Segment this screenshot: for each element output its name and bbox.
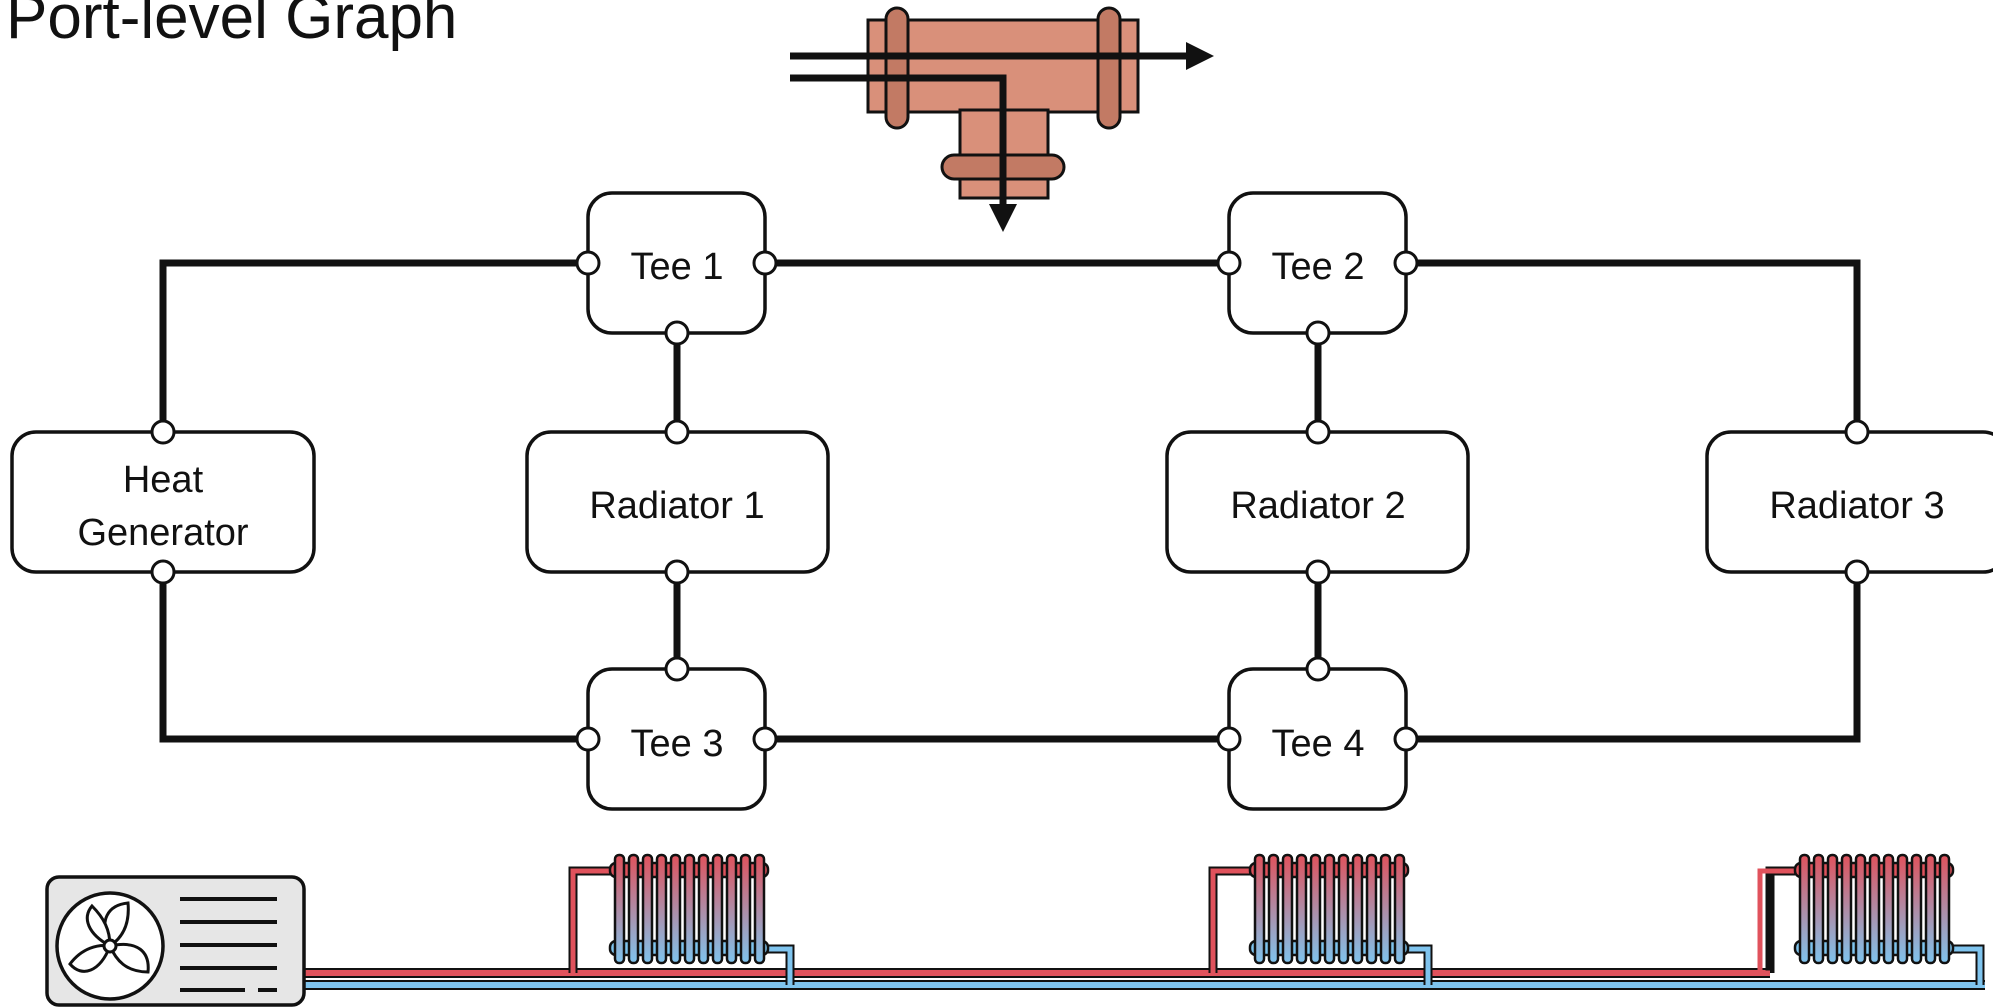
graph-edges — [159, 259, 1861, 743]
node-label: Tee 1 — [631, 246, 724, 288]
port — [1216, 726, 1242, 752]
edge-heatgen-tee1 — [159, 259, 588, 432]
radiator-icon — [1793, 853, 1955, 965]
node-tee3: Tee 3 — [586, 667, 767, 811]
port — [1216, 250, 1242, 276]
port — [575, 726, 601, 752]
node-tee1: Tee 1 — [586, 191, 767, 335]
port — [1393, 726, 1419, 752]
node-label: Radiator 1 — [589, 485, 764, 527]
port — [1305, 419, 1331, 445]
port — [1393, 250, 1419, 276]
port — [664, 656, 690, 682]
port — [1305, 320, 1331, 346]
port — [1844, 419, 1870, 445]
edge-tee2-radiator3 — [1406, 259, 1861, 432]
port — [150, 419, 176, 445]
node-label: Radiator 2 — [1230, 485, 1405, 527]
node-radiator3: Radiator 3 — [1705, 430, 1993, 574]
node-label-line1: Heat — [123, 459, 204, 501]
flow-arrow-branch — [790, 74, 1017, 232]
ports — [150, 250, 1870, 752]
port — [1305, 559, 1331, 585]
port — [664, 559, 690, 585]
node-label: Tee 3 — [631, 723, 724, 765]
port — [150, 559, 176, 585]
heat-pump-icon — [45, 875, 306, 1007]
port — [664, 320, 690, 346]
node-label: Radiator 3 — [1769, 485, 1944, 527]
port — [1844, 559, 1870, 585]
port — [664, 419, 690, 445]
node-heat-generator: Heat Generator — [10, 430, 316, 574]
node-radiator2: Radiator 2 — [1165, 430, 1470, 574]
port — [752, 726, 778, 752]
physical-system — [45, 853, 1985, 1007]
node-label: Tee 2 — [1272, 246, 1365, 288]
port — [752, 250, 778, 276]
page-title: Port-level Graph — [6, 0, 457, 52]
edge-heatgen-tee3 — [159, 572, 588, 743]
edge-tee4-radiator3 — [1406, 572, 1861, 743]
node-radiator1: Radiator 1 — [525, 430, 830, 574]
radiator-icon — [608, 853, 770, 965]
fan-icon — [55, 891, 165, 1001]
tee-fitting-icon — [790, 6, 1214, 232]
node-label: Tee 4 — [1272, 723, 1365, 765]
port — [575, 250, 601, 276]
node-tee2: Tee 2 — [1227, 191, 1408, 335]
node-label-line2: Generator — [77, 512, 248, 554]
radiator-icon — [1248, 853, 1410, 965]
node-tee4: Tee 4 — [1227, 667, 1408, 811]
port — [1305, 656, 1331, 682]
